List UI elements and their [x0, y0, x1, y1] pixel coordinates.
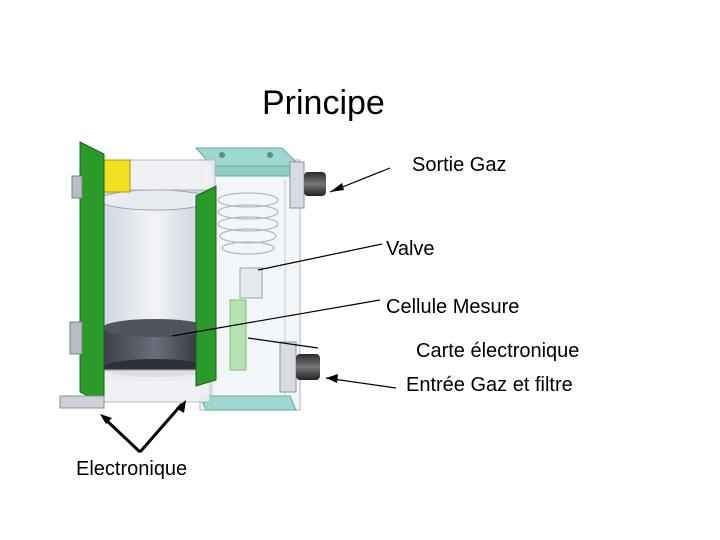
label-cellule-mesure: Cellule Mesure	[386, 296, 520, 318]
arrowhead-sortie	[330, 183, 344, 192]
arrowhead-electronique-right	[176, 400, 186, 413]
inner-pcb-board	[195, 185, 217, 387]
gas-inlet-fitting	[279, 341, 320, 393]
yellow-connector	[103, 159, 131, 193]
gas-outlet-fitting	[289, 161, 326, 209]
left-pcb-board	[59, 141, 105, 409]
label-valve: Valve	[386, 238, 435, 260]
label-entree-gaz: Entrée Gaz et filtre	[406, 374, 573, 396]
right-housing	[194, 147, 302, 411]
arrowhead-entree	[326, 374, 338, 383]
arrowhead-electronique-left	[100, 414, 112, 424]
label-electronique: Electronique	[76, 458, 188, 480]
page-title: Principe	[262, 84, 385, 122]
measurement-cell	[94, 159, 216, 403]
electronique-arrows	[102, 403, 184, 454]
label-sortie-gaz: Sortie Gaz	[412, 154, 507, 176]
label-carte-electronique: Carte électronique	[416, 340, 580, 362]
